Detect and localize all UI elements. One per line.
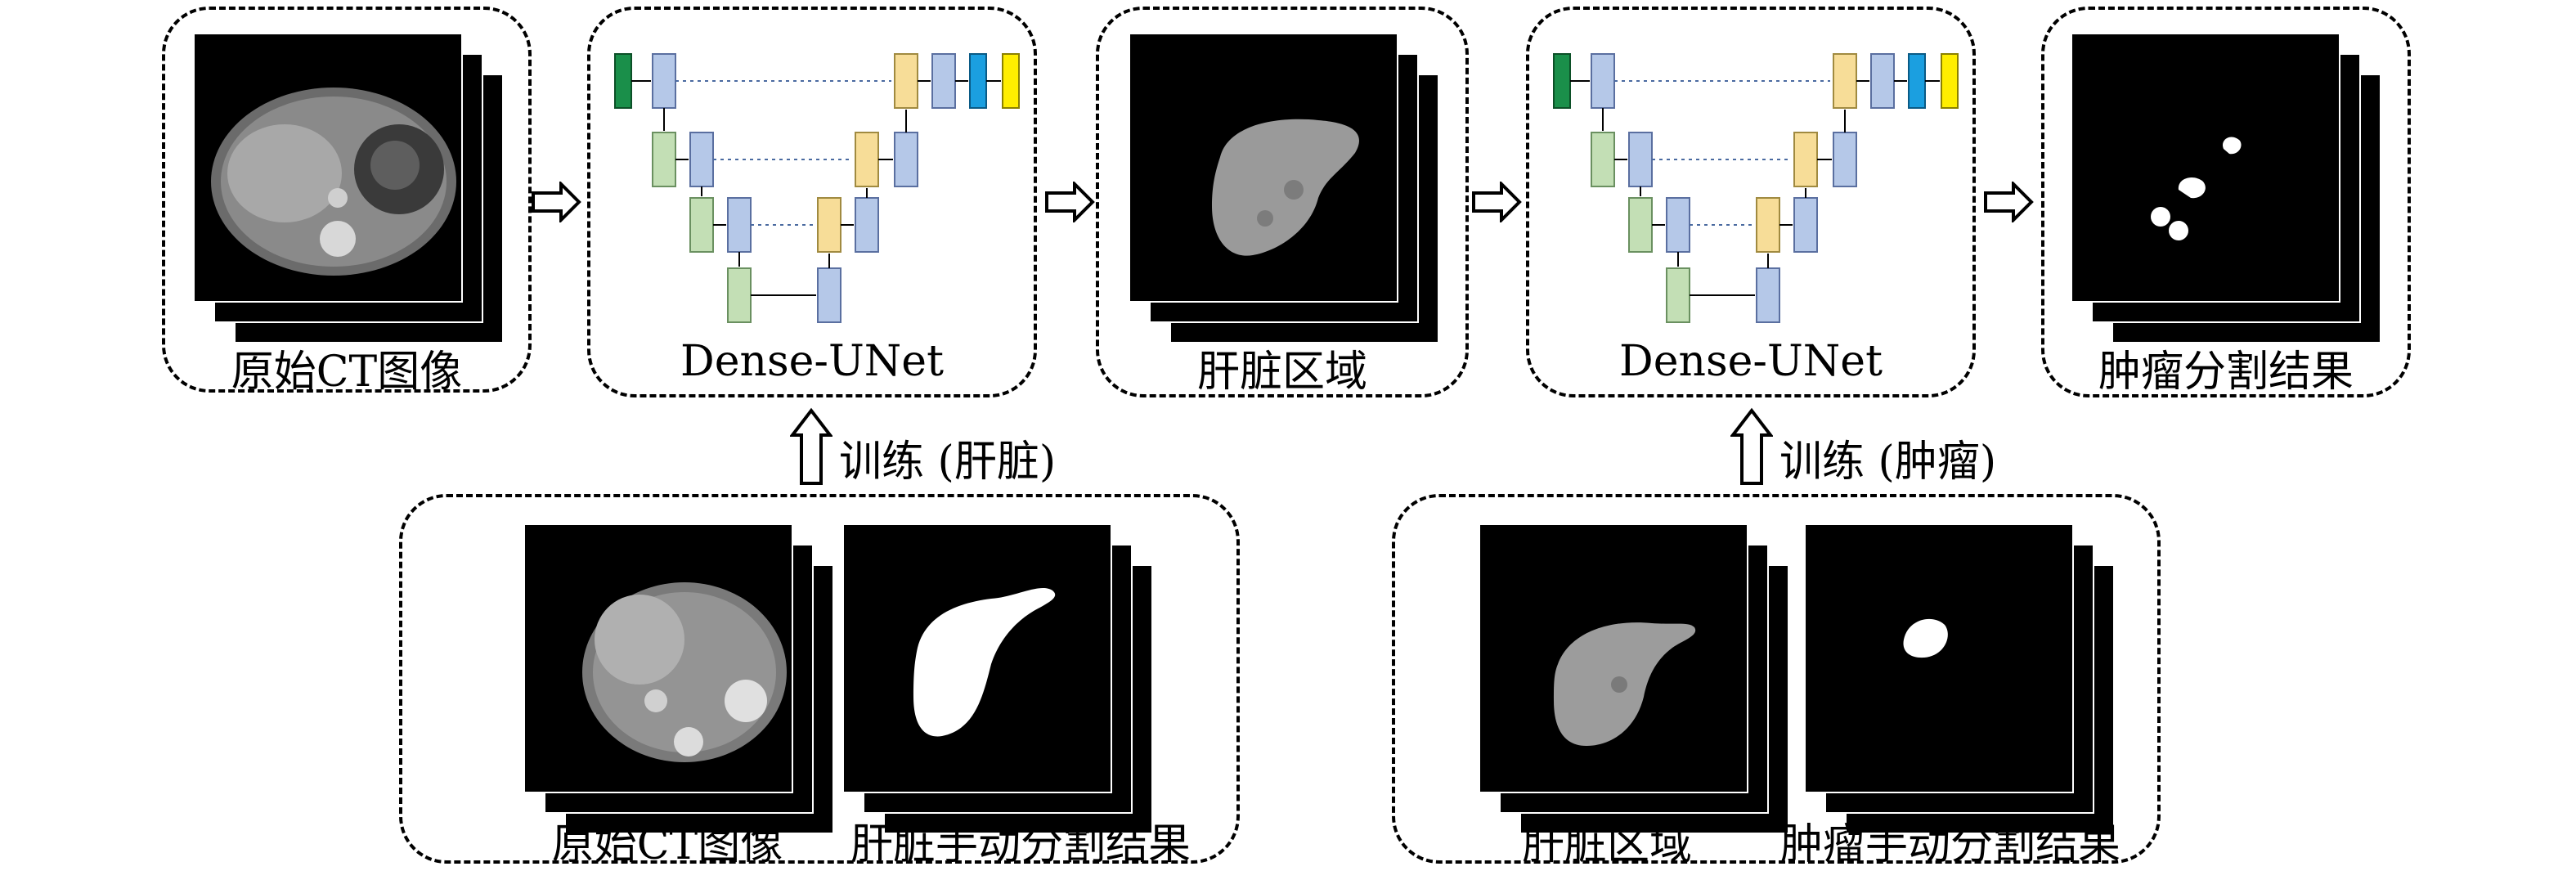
dense-unet-label-2: Dense-UNet [1619, 337, 1883, 386]
tumor-training-box [1392, 494, 2161, 864]
dense-unet-diagram-2 [1553, 53, 1959, 323]
ct-input-label: 原始CT图像 [231, 348, 463, 397]
tumor-mask-image [1903, 618, 1948, 658]
dense-unet-box-1 [587, 7, 1037, 397]
dense-unet-label-1: Dense-UNet [680, 337, 944, 386]
train-tumor-label: 训练 (肿瘤) [1779, 438, 1997, 487]
liver-region-label: 肝脏区域 [1196, 348, 1367, 397]
ct-slice-image [211, 88, 456, 276]
arrow-up-icon [1730, 407, 1773, 485]
tumor-result-label: 肿瘤分割结果 [2098, 348, 2354, 397]
liver-mask-label: 肝脏手动分割结果 [850, 820, 1191, 869]
dense-unet-diagram-1 [614, 53, 1020, 323]
arrow-right-icon [1045, 182, 1095, 222]
train-liver-label: 训练 (肝脏) [839, 438, 1057, 487]
arrow-right-icon [1472, 182, 1522, 222]
arrow-up-icon [790, 407, 832, 485]
tumor-mask-label: 肿瘤手动分割结果 [1779, 820, 2120, 869]
training-liver-label: 肝脏区域 [1521, 820, 1692, 869]
liver-training-box [399, 494, 1240, 864]
ct-input-box [162, 7, 532, 393]
tumor-result-image [2151, 137, 2242, 240]
tumor-result-box [2041, 7, 2411, 397]
liver-region-box [1096, 7, 1469, 397]
arrow-right-icon [1984, 182, 2034, 222]
training-ct-image [582, 582, 787, 762]
liver-region-image [1212, 119, 1359, 256]
liver-mask-image [913, 587, 1056, 737]
arrow-right-icon [532, 182, 581, 222]
dense-unet-box-2 [1526, 7, 1976, 397]
training-ct-label: 原始CT图像 [551, 820, 783, 869]
training-liver-image [1554, 622, 1696, 746]
